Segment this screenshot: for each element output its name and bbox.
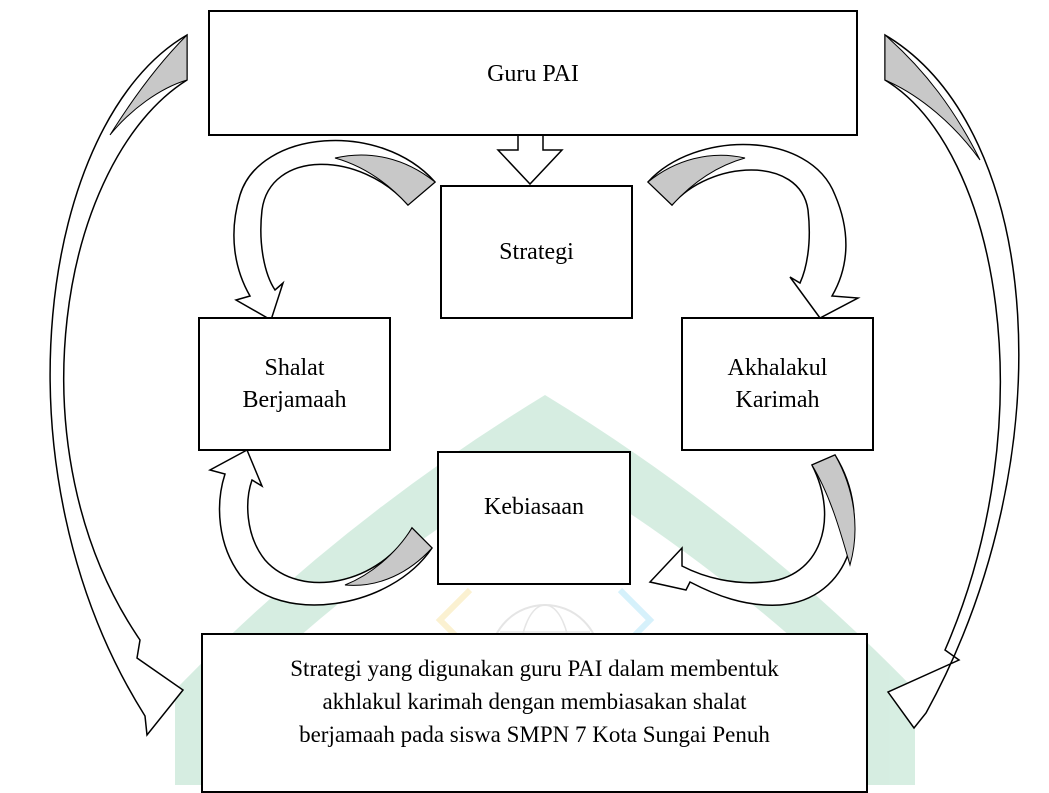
guru-pai-label: Guru PAI — [487, 61, 579, 87]
arrow-strategi-to-shalat — [233, 139, 437, 322]
shalat-berjamaah-box: Shalat Berjamaah — [198, 317, 391, 451]
arrow-left-shade — [109, 33, 188, 136]
arrow-kebiasaan-to-shalat — [207, 448, 433, 606]
strategi-box: Strategi — [440, 185, 633, 319]
arrow-guru-to-conclusion-left — [49, 33, 188, 737]
guru-pai-box: Guru PAI — [208, 10, 858, 136]
arrow-strategi-shalat-shade — [334, 154, 436, 206]
arrow-akhlak-kebiasaan-shade — [811, 454, 856, 567]
conclusion-box: Strategi yang digunakan guru PAI dalam m… — [201, 633, 868, 793]
arrow-right-shade — [884, 33, 981, 161]
strategi-label: Strategi — [499, 239, 574, 265]
akhlakul-karimah-box: Akhalakul Karimah — [681, 317, 874, 451]
arrow-strategi-akhlak-shade — [647, 154, 746, 206]
shalat-label-line1: Shalat — [264, 355, 325, 381]
shalat-label-line2: Berjamaah — [242, 387, 347, 413]
conclusion-line2: akhlakul karimah dengan membiasakan shal… — [322, 689, 747, 714]
akhlak-label-line2: Karimah — [735, 387, 820, 413]
akhlak-label-line1: Akhalakul — [727, 355, 828, 381]
arrow-strategi-to-akhlak — [646, 143, 861, 319]
conclusion-line1: Strategi yang digunakan guru PAI dalam m… — [290, 656, 779, 681]
arrow-guru-to-conclusion-right — [884, 33, 1020, 730]
conclusion-line3: berjamaah pada siswa SMPN 7 Kota Sungai … — [299, 722, 770, 747]
kebiasaan-label: Kebiasaan — [484, 494, 584, 520]
kebiasaan-box: Kebiasaan — [437, 451, 631, 585]
arrow-kebiasaan-shalat-shade — [344, 527, 433, 586]
arrow-akhlak-to-kebiasaan — [648, 454, 855, 606]
